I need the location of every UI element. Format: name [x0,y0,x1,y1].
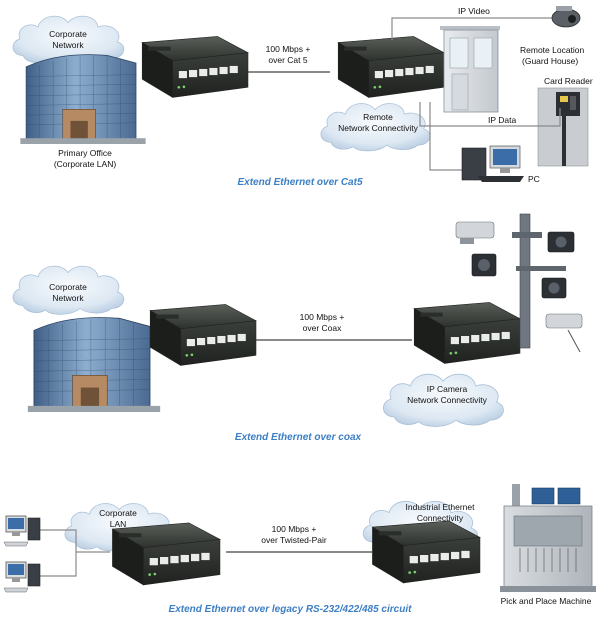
twisted-pair-link-label-line2: over Twisted-Pair [261,535,327,545]
pc-line [429,102,466,171]
industrial-ethernet-label-line1: Industrial Ethernet [406,502,476,512]
coax-link-label-line1: 100 Mbps + [300,312,345,322]
ip-video-label: IP Video [458,6,490,16]
ip-camera-label-line2: Network Connectivity [407,395,488,405]
panel-twisted-pair: Corporate LAN 100 Mbps + over Twisted-Pa… [4,484,596,615]
office-building-icon [19,54,147,144]
security-camera-icon [541,277,567,299]
ethernet-extender-icon [413,301,521,364]
security-camera-icon [545,313,583,329]
ip-video-line [391,17,552,40]
remote-network-label-line1: Remote [363,112,393,122]
security-camera-icon [455,221,495,244]
computer-workstation-icon [4,561,41,593]
ethernet-extender-icon [149,303,257,366]
corporate-lan-label-line2: LAN [110,519,127,529]
coax-link-label-line2: over Coax [303,323,342,333]
desktop-pc-icon [461,145,524,182]
remote-location-label-line2: (Guard House) [522,56,578,66]
industrial-ethernet-label-line2: Connectivity [417,513,464,523]
security-camera-icon [547,231,575,253]
ethernet-extender-icon [111,522,221,586]
ethernet-extender-icon [337,35,445,98]
ethernet-extender-icon [371,520,481,584]
twisted-pair-link-label-line1: 100 Mbps + [272,524,317,534]
office-building-icon [27,316,161,412]
cat5-link-label-line1: 100 Mbps + [266,44,311,54]
card-reader-label: Card Reader [544,76,593,86]
corporate-lan-label-line1: Corporate [99,508,137,518]
card-reader-icon [537,87,589,167]
lan-bus-line [40,529,77,577]
pick-and-place-label: Pick and Place Machine [501,596,592,606]
corporate-network-label-line1: Corporate [49,282,87,292]
caption-twisted-pair: Extend Ethernet over legacy RS-232/422/4… [169,604,413,615]
computer-workstation-icon [4,515,41,547]
guard-house-icon [440,26,500,113]
camera-pole-icon [455,213,583,353]
caption-cat5: Extend Ethernet over Cat5 [237,177,362,188]
corporate-network-label-line1: Corporate [49,29,87,39]
ip-camera-label-line1: IP Camera [427,384,468,394]
pc-label: PC [528,174,540,184]
remote-location-label-line1: Remote Location [520,45,585,55]
panel-coax: Corporate Network 100 Mbps + over Coax I… [12,213,583,443]
ip-data-line [419,102,561,127]
primary-office-label-line1: Primary Office [58,148,112,158]
corporate-network-label-line2: Network [52,40,84,50]
corporate-network-label-line2: Network [52,293,84,303]
security-camera-icon [551,6,581,28]
panel-cat5: Corporate Network Primary Office (Corpor… [12,6,593,188]
remote-network-label-line2: Network Connectivity [338,123,419,133]
pick-and-place-machine-icon [500,484,596,592]
primary-office-label-line2: (Corporate LAN) [54,159,117,169]
ethernet-extender-icon [141,35,249,98]
cat5-link-label-line2: over Cat 5 [268,55,307,65]
ip-data-label: IP Data [488,115,516,125]
security-camera-icon [471,253,497,277]
caption-coax: Extend Ethernet over coax [235,432,362,443]
